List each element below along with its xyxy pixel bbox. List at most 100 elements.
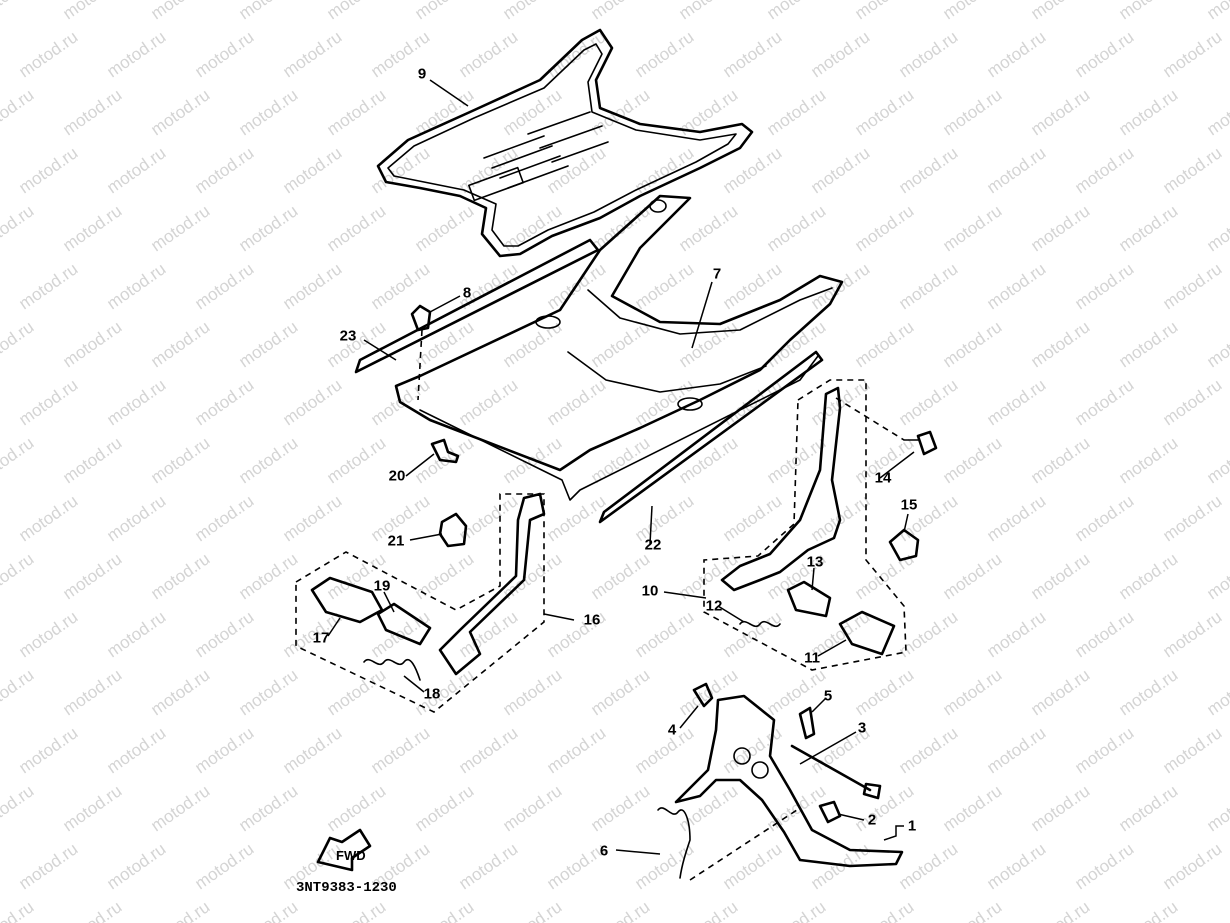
watermark-text: motod.ru — [103, 143, 169, 197]
callout-17: 17 — [312, 629, 330, 647]
watermark-text: motod.ru — [0, 897, 37, 923]
watermark-text: motod.ru — [587, 317, 653, 371]
watermark-text: motod.ru — [675, 201, 741, 255]
watermark-text: motod.ru — [59, 0, 125, 23]
watermark-text: motod.ru — [1027, 781, 1093, 835]
watermark-text: motod.ru — [147, 433, 213, 487]
watermark-text: motod.ru — [1071, 27, 1137, 81]
watermark-text: motod.ru — [763, 665, 829, 719]
callout-16: 16 — [583, 611, 601, 629]
leader-lines — [327, 79, 915, 855]
watermark-text: motod.ru — [103, 375, 169, 429]
watermark-text: motod.ru — [499, 897, 565, 923]
watermark-text: motod.ru — [1159, 607, 1225, 661]
watermark-text: motod.ru — [631, 723, 697, 777]
watermark-text: motod.ru — [1115, 201, 1181, 255]
watermark-text: motod.ru — [1071, 491, 1137, 545]
main-stand-drawing — [657, 682, 904, 881]
watermark-text: motod.ru — [939, 433, 1005, 487]
watermark-text: motod.ru — [1203, 317, 1230, 371]
watermark-text: motod.ru — [0, 0, 37, 23]
watermark-text: motod.ru — [15, 723, 81, 777]
watermark-text: motod.ru — [0, 433, 37, 487]
right-footrest-bracket-drawing — [703, 379, 907, 671]
watermark-text: motod.ru — [939, 201, 1005, 255]
watermark-text: motod.ru — [147, 85, 213, 139]
watermark-text: motod.ru — [147, 665, 213, 719]
watermark-text: motod.ru — [147, 549, 213, 603]
callout-1: 1 — [907, 817, 917, 835]
watermark-text: motod.ru — [59, 781, 125, 835]
fwd-label: FWD — [336, 848, 366, 863]
watermark-text: motod.ru — [15, 839, 81, 893]
watermark-text: motod.ru — [983, 607, 1049, 661]
watermark-text: motod.ru — [411, 781, 477, 835]
watermark-text: motod.ru — [1159, 259, 1225, 313]
watermark-text: motod.ru — [851, 317, 917, 371]
watermark-text: motod.ru — [103, 723, 169, 777]
watermark-text: motod.ru — [763, 0, 829, 23]
watermark-text: motod.ru — [675, 897, 741, 923]
side-molding-drawing — [354, 238, 824, 524]
watermark-text: motod.ru — [939, 549, 1005, 603]
watermark-text: motod.ru — [235, 549, 301, 603]
watermark-text: motod.ru — [983, 375, 1049, 429]
watermark-text: motod.ru — [279, 259, 345, 313]
callout-20: 20 — [388, 467, 406, 485]
watermark-text: motod.ru — [191, 143, 257, 197]
callout-13: 13 — [806, 553, 824, 571]
watermark-text: motod.ru — [235, 897, 301, 923]
watermark-text: motod.ru — [675, 0, 741, 23]
watermark-text: motod.ru — [0, 201, 37, 255]
callout-2: 2 — [867, 811, 877, 829]
callout-23: 23 — [339, 327, 357, 345]
watermark-text: motod.ru — [1159, 143, 1225, 197]
watermark-text: motod.ru — [895, 375, 961, 429]
callout-5: 5 — [823, 687, 833, 705]
fwd-arrow-icon: FWD — [316, 828, 372, 872]
callout-14: 14 — [874, 469, 892, 487]
watermark-text: motod.ru — [191, 491, 257, 545]
watermark-text: motod.ru — [59, 201, 125, 255]
watermark-text: motod.ru — [587, 781, 653, 835]
watermark-text: motod.ru — [939, 897, 1005, 923]
watermark-text: motod.ru — [103, 491, 169, 545]
watermark-text: motod.ru — [59, 897, 125, 923]
callout-10: 10 — [641, 582, 659, 600]
watermark-text: motod.ru — [147, 0, 213, 23]
watermark-text: motod.ru — [323, 781, 389, 835]
watermark-text: motod.ru — [103, 259, 169, 313]
watermark-text: motod.ru — [455, 723, 521, 777]
watermark-text: motod.ru — [895, 723, 961, 777]
watermark-text: motod.ru — [543, 491, 609, 545]
watermark-text: motod.ru — [1203, 781, 1230, 835]
watermark-text: motod.ru — [1115, 665, 1181, 719]
watermark-text: motod.ru — [191, 259, 257, 313]
watermark-text: motod.ru — [675, 317, 741, 371]
watermark-text: motod.ru — [587, 665, 653, 719]
watermark-text: motod.ru — [1027, 85, 1093, 139]
watermark-text: motod.ru — [59, 665, 125, 719]
watermark-text: motod.ru — [587, 433, 653, 487]
watermark-text: motod.ru — [411, 549, 477, 603]
callout-4: 4 — [667, 721, 677, 739]
watermark-text: motod.ru — [719, 259, 785, 313]
watermark-text: motod.ru — [411, 0, 477, 23]
watermark-text: motod.ru — [499, 781, 565, 835]
watermark-text: motod.ru — [323, 897, 389, 923]
callout-6: 6 — [599, 842, 609, 860]
watermark-text: motod.ru — [631, 259, 697, 313]
watermark-text: motod.ru — [59, 85, 125, 139]
watermark-text: motod.ru — [939, 85, 1005, 139]
watermark-text: motod.ru — [851, 897, 917, 923]
watermark-text: motod.ru — [191, 27, 257, 81]
floor-mat-drawing — [376, 28, 754, 258]
watermark-text: motod.ru — [631, 375, 697, 429]
watermark-text: motod.ru — [323, 433, 389, 487]
watermark-text: motod.ru — [719, 491, 785, 545]
watermark-text: motod.ru — [455, 375, 521, 429]
footrest-board-drawing — [394, 194, 844, 501]
watermark-text: motod.ru — [1203, 0, 1230, 23]
watermark-text: motod.ru — [1115, 781, 1181, 835]
